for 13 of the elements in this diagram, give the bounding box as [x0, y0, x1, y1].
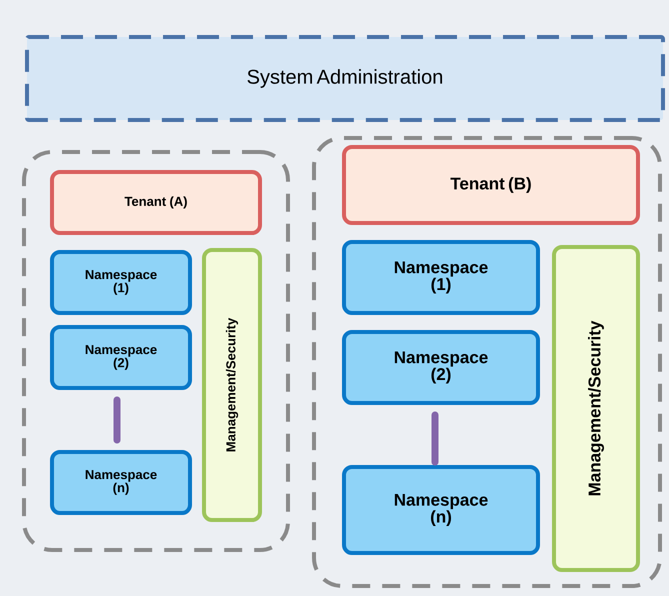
admin-band: System Administration [25, 35, 665, 122]
namespace-box: Namespace (2) [50, 325, 192, 390]
management-bar: Management/Security [552, 245, 640, 572]
management-bar: Management/Security [202, 248, 262, 522]
tenant-group [22, 150, 290, 552]
namespace-box: Namespace (2) [342, 330, 540, 405]
tenant-box: Tenant (B) [342, 145, 640, 225]
namespace-box: Namespace (1) [342, 240, 540, 315]
tenant-group [312, 136, 662, 588]
namespace-box: Namespace (1) [50, 250, 192, 315]
namespace-box: Namespace (n) [50, 450, 192, 515]
namespace-box: Namespace (n) [342, 465, 540, 555]
tenant-box: Tenant (A) [50, 170, 262, 235]
